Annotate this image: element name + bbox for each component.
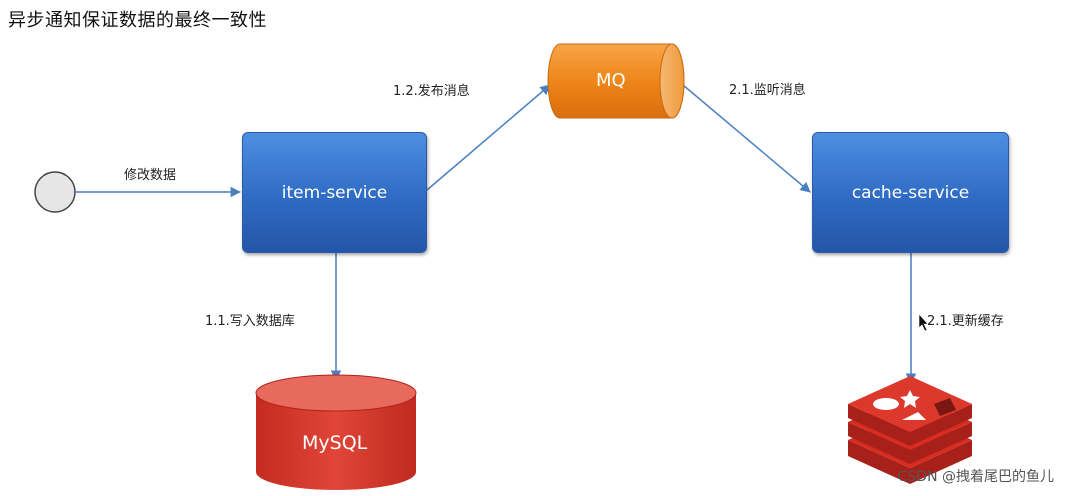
mq-queue-shape	[547, 43, 685, 119]
diagram-title: 异步通知保证数据的最终一致性	[8, 10, 267, 31]
mysql-label: MySQL	[302, 432, 368, 454]
mysql-database-shape	[255, 374, 417, 490]
label-modify-data: 修改数据	[124, 168, 177, 183]
mq-label: MQ	[596, 70, 626, 91]
watermark: CSDN @拽着尾巴的鱼儿	[897, 469, 1054, 485]
item-service-label: item-service	[281, 182, 388, 203]
arrow-listen-msg	[682, 84, 811, 193]
label-listen-msg: 2.1.监听消息	[729, 83, 806, 98]
mouse-cursor-icon	[918, 313, 929, 332]
item-service-box: item-service	[242, 132, 427, 253]
label-publish-msg: 1.2.发布消息	[393, 84, 470, 99]
cache-service-label: cache-service	[851, 182, 970, 203]
redis-icon	[848, 376, 972, 484]
label-update-cache: 2.1.更新缓存	[927, 314, 1004, 329]
cache-service-box: cache-service	[812, 132, 1009, 253]
arrow-publish-msg	[426, 84, 551, 191]
start-node	[34, 171, 76, 213]
label-write-db: 1.1.写入数据库	[205, 314, 295, 329]
